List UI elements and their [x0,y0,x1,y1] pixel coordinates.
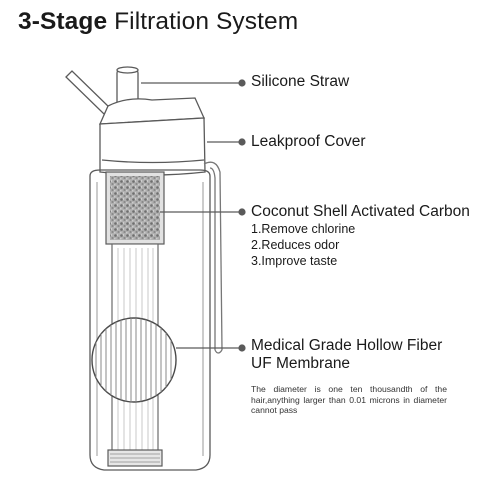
cap-threads [110,453,160,463]
lid-top [98,97,205,125]
leakproof-cover [99,117,206,176]
magnified-fiber-detail [91,317,177,403]
page-title: 3-Stage Filtration System [18,8,298,36]
label-membrane-line2: UF Membrane [251,355,351,372]
membrane-note: The diameter is one ten thousandth of th… [251,384,447,415]
label-leakproof-cover: Leakproof Cover [251,133,366,150]
title-bold: 3-Stage [18,8,108,35]
leader-cover-dot [238,138,246,146]
cover-groove [101,159,205,164]
carbon-fill [110,176,160,240]
carbon-point-1: 1.Remove chlorine [251,222,356,236]
leader-straw-dot [238,79,246,87]
straw-top [116,66,139,74]
label-membrane-line1: Medical Grade Hollow Fiber [251,337,443,354]
leader-lines [141,79,246,352]
bottle-body [89,169,211,471]
leader-carbon-dot [238,208,246,216]
straw [65,66,139,115]
lid [98,97,206,176]
leader-membrane-dot [238,344,246,352]
carry-strap [203,161,223,354]
straw-arm [65,70,111,115]
title-rest: Filtration System [107,8,299,35]
label-carbon-heading: Coconut Shell Activated Carbon [251,203,470,220]
carbon-point-3: 3.Improve taste [251,254,338,268]
label-silicone-straw: Silicone Straw [251,73,350,90]
carbon-point-2: 2.Reduces odor [251,238,340,252]
